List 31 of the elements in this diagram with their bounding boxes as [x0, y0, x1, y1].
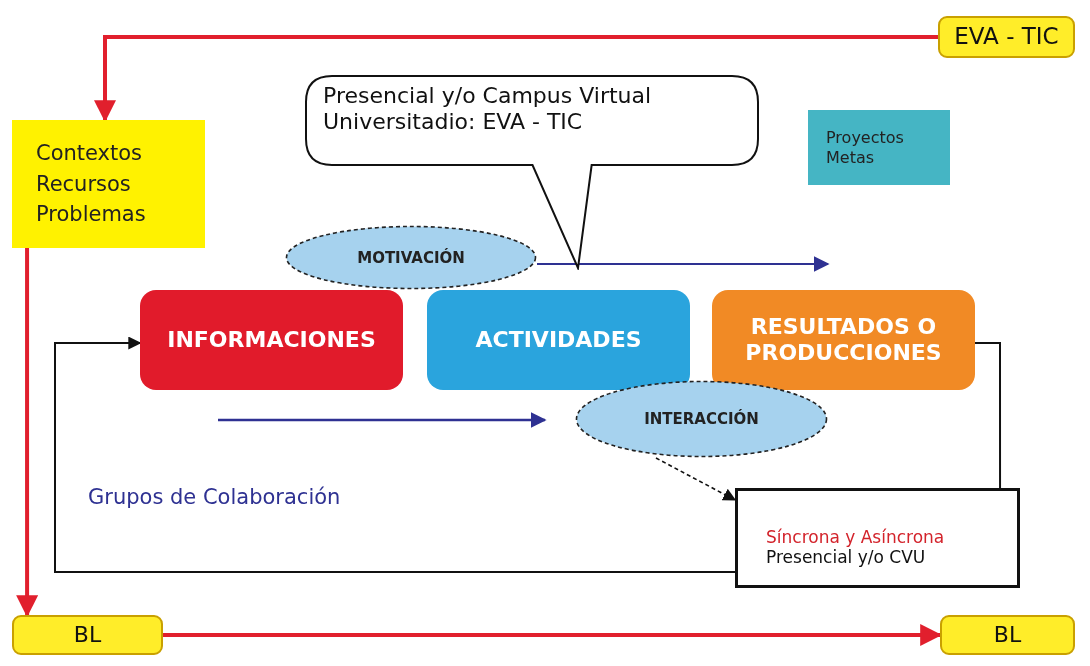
- group-label: Grupos de Colaboración: [88, 485, 341, 509]
- label-tag: [938, 16, 1075, 58]
- dashed-ellipse: [575, 380, 828, 458]
- tag-label: BL: [993, 621, 1022, 649]
- note-box: [808, 110, 950, 185]
- bubble-text: Presencial y/o Campus Virtual Universitadio: EVA - TIC: [323, 83, 653, 136]
- process-box: [712, 290, 975, 390]
- box-text: Presencial y/o CVU: [766, 547, 926, 568]
- arrow: [94, 35, 938, 123]
- tag-label: EVA - TIC: [954, 23, 1059, 51]
- arrow: [54, 336, 736, 573]
- label-tag: [940, 615, 1075, 655]
- arrow: [655, 457, 737, 501]
- box-text: Proyectos Metas: [826, 128, 905, 167]
- ellipse-label: INTERACCIÓN: [644, 410, 759, 428]
- box-text: RESULTADOS O PRODUCCIONES: [744, 313, 943, 367]
- arrow: [16, 248, 39, 618]
- process-box: [427, 290, 690, 390]
- dashed-ellipse: [285, 225, 537, 290]
- ellipse-label: MOTIVACIÓN: [357, 248, 465, 267]
- label-tag: [12, 615, 163, 655]
- arrow: [536, 256, 830, 272]
- tag-label: BL: [73, 621, 102, 649]
- note-box: [12, 120, 205, 248]
- box-text: INFORMACIONES: [167, 326, 376, 354]
- speech-bubble: [305, 75, 760, 270]
- process-box: [140, 290, 403, 390]
- box-text: ACTIVIDADES: [475, 326, 642, 354]
- box-text: Síncrona y Asíncrona: [766, 526, 945, 547]
- text-box: [735, 488, 1020, 588]
- box-text: Contextos Recursos Problemas: [36, 140, 147, 229]
